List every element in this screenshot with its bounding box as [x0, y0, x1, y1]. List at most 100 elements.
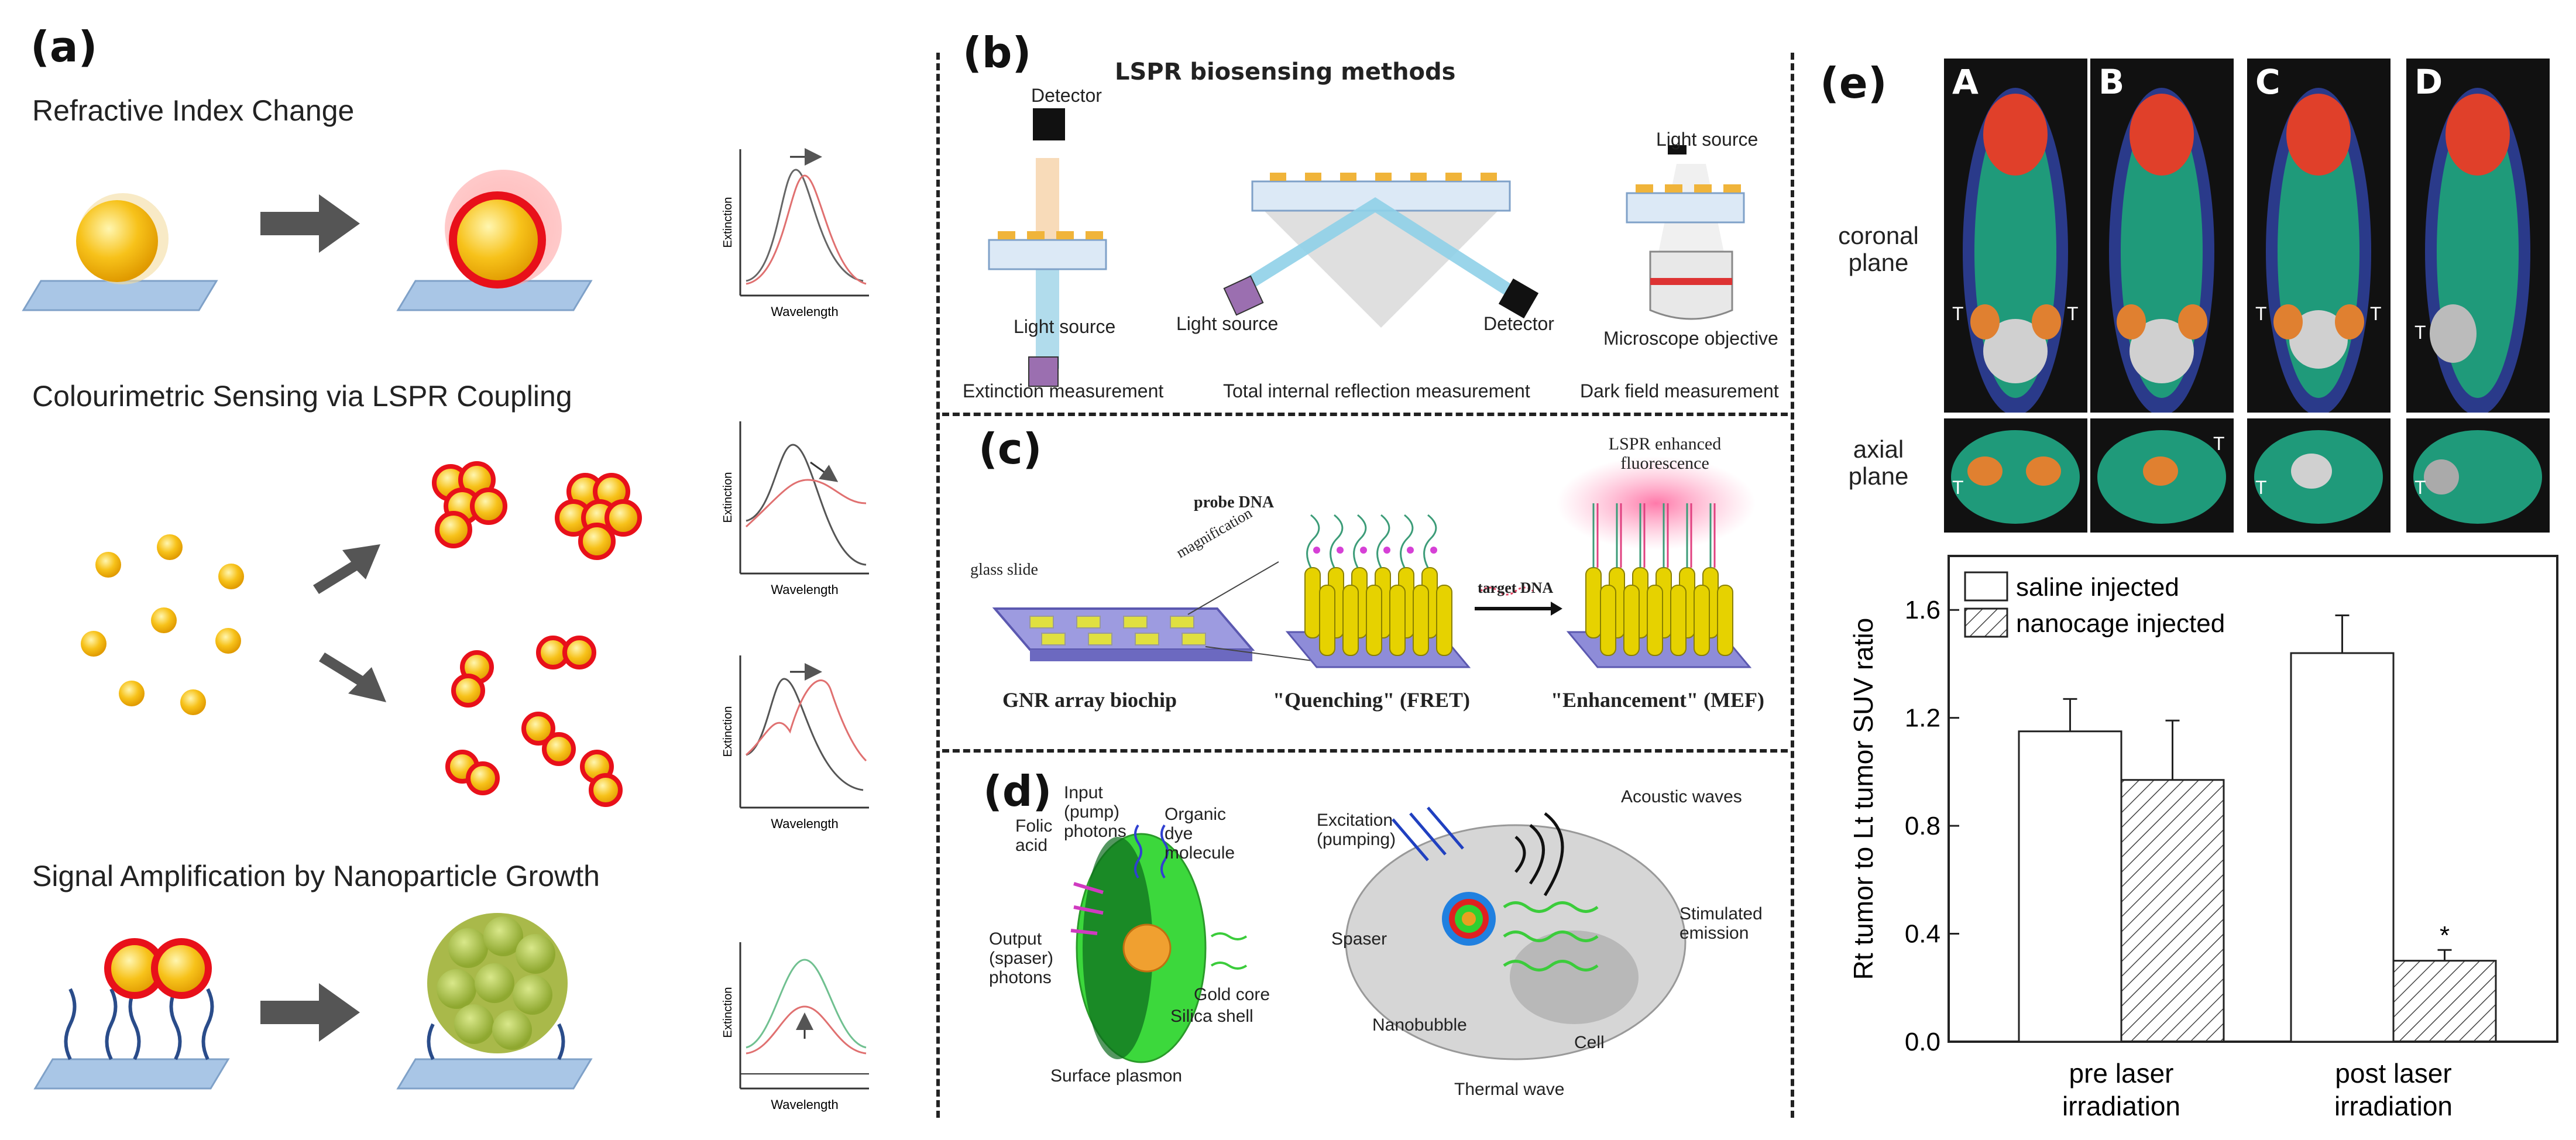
panel-b-title: LSPR biosensing methods	[1115, 59, 1456, 85]
glass-slide	[992, 607, 1255, 651]
paired-particles	[445, 636, 623, 807]
svg-text:Wavelength: Wavelength	[771, 582, 838, 597]
dispersed-nanoparticles	[81, 534, 244, 715]
target-dna-label: target DNA	[1478, 579, 1554, 596]
mini-plot-1: Extinction Wavelength	[722, 148, 869, 319]
scan-A-axial: T	[1944, 418, 2087, 533]
svg-text:Wavelength: Wavelength	[771, 816, 838, 831]
y-tick-label-1: 0.4	[1905, 920, 1940, 949]
legend-label-1: nanocage injected	[2016, 609, 2225, 638]
dna-strands-left	[64, 988, 214, 1060]
svg-text:Extinction: Extinction	[722, 197, 734, 248]
panel-a-letter: (a)	[30, 22, 98, 71]
surface-plasmon-label: Surface plasmon	[1050, 1066, 1183, 1086]
svg-text:Extinction: Extinction	[722, 706, 734, 757]
panel-b-illustrations	[988, 108, 1745, 387]
quenching-label: "Quenching" (FRET)	[1273, 688, 1471, 712]
legend-swatch-0	[1964, 571, 2008, 602]
substrate-right-1	[396, 280, 593, 311]
panel-e-letter: (e)	[1820, 59, 1887, 108]
y-tick-label-3: 1.2	[1905, 704, 1940, 733]
panel-b-letter: (b)	[963, 28, 1032, 77]
substrate-right-3	[396, 1058, 593, 1090]
bar-nanocage-injected-1	[2392, 960, 2497, 1043]
plot-frame	[1948, 555, 2558, 1043]
light-source-label-right: Light source	[1656, 129, 1758, 150]
gold-core-label: Gold core	[1194, 985, 1270, 1004]
detector-label-top: Detector	[1031, 85, 1102, 106]
gold-nanoparticle	[76, 200, 158, 282]
input-photons-label: Input (pump) photons	[1064, 783, 1126, 841]
nanobubble-label: Nanobubble	[1372, 1015, 1467, 1035]
substrate-left-1	[22, 280, 218, 311]
stimulated-emission-label: Stimulated emission	[1679, 904, 1763, 943]
scan-C-axial: T	[2247, 418, 2390, 533]
detector-label-mid: Detector	[1483, 313, 1554, 334]
divider-bcd-e	[1791, 53, 1794, 1118]
significance-marker: *	[2440, 921, 2450, 950]
panel-a-illustrations: Extinction Wavelength Extinction Wavelen…	[22, 148, 869, 1112]
bar-saline-injected-1	[2290, 652, 2395, 1043]
panel-c-illustrations	[992, 456, 1756, 668]
caption-darkfield: Dark field measurement	[1580, 380, 1779, 401]
x-category-label-1-1: irradiation	[2334, 1091, 2453, 1121]
organic-dye-label: Organic dye molecule	[1165, 805, 1235, 863]
divider-a-b	[936, 53, 940, 1118]
y-tick-label-2: 0.8	[1905, 812, 1940, 840]
light-source-box-left	[1028, 356, 1059, 387]
process-arrow-1	[260, 194, 360, 253]
objective-label: Microscope objective	[1603, 328, 1778, 349]
mini-plot-3: Extinction Wavelength	[722, 655, 869, 831]
excitation-label: Excitation (pumping)	[1317, 811, 1396, 849]
scan-A-coronal: A T T	[1944, 59, 2087, 413]
scan-C-coronal: C T T	[2247, 59, 2390, 413]
panel-c-letter: (c)	[978, 424, 1042, 473]
biochip-label: GNR array biochip	[1002, 688, 1177, 712]
svg-text:Wavelength: Wavelength	[771, 304, 838, 319]
axial-plane-label: axial plane	[1848, 435, 1909, 490]
y-tick-label-0: 0.0	[1905, 1028, 1940, 1056]
process-arrow-up	[313, 544, 380, 594]
gold-pair-right	[151, 938, 212, 999]
light-source-label-mid: Light source	[1176, 313, 1279, 334]
heading-colourimetric: Colourimetric Sensing via LSPR Coupling	[32, 380, 572, 413]
lspr-fluorescence-label: LSPR enhanced fluorescence	[1608, 434, 1722, 473]
svg-text:Extinction: Extinction	[722, 987, 734, 1038]
y-axis-label: Rt tumor to Lt tumor SUV ratio	[1848, 618, 1878, 980]
x-category-label-0-1: irradiation	[2062, 1091, 2180, 1121]
dna-strands-right	[427, 1023, 565, 1060]
process-arrow-down	[319, 653, 386, 702]
x-category-label-1-0: post laser	[2335, 1058, 2451, 1089]
mini-plot-4: Extinction Wavelength	[722, 942, 869, 1112]
divider-b-c	[942, 413, 1788, 416]
bar-saline-injected-0	[2018, 730, 2122, 1043]
spaser-label: Spaser	[1331, 929, 1387, 949]
scan-B-axial: T	[2090, 418, 2234, 533]
light-source-label-left: Light source	[1014, 316, 1116, 337]
glass-slide-label: glass slide	[970, 561, 1038, 579]
divider-c-d	[942, 749, 1788, 753]
aggregated-clusters	[432, 461, 642, 560]
cell-label: Cell	[1574, 1033, 1605, 1052]
panel-d-letter: (d)	[983, 767, 1052, 816]
heading-refractive: Refractive Index Change	[32, 94, 355, 127]
heading-amplification: Signal Amplification by Nanoparticle Gro…	[32, 860, 600, 892]
process-arrow-3	[260, 983, 360, 1042]
enhancement-label: "Enhancement" (MEF)	[1551, 688, 1764, 712]
scan-D-axial: T	[2406, 418, 2550, 533]
acoustic-waves-label: Acoustic waves	[1621, 787, 1742, 806]
silica-shell-label: Silica shell	[1170, 1007, 1253, 1026]
mini-plot-2: Extinction Wavelength	[722, 421, 869, 597]
grown-nanoparticle	[427, 913, 568, 1053]
coated-nanoparticle	[449, 191, 546, 289]
probe-dna-label: probe DNA	[1194, 493, 1275, 511]
caption-tir: Total internal reflection measurement	[1223, 380, 1530, 401]
suv-bar-chart: Rt tumor to Lt tumor SUV ratio 0.0 0.4 0.8…	[1848, 555, 2558, 1121]
y-tick-label-4: 1.6	[1905, 596, 1940, 624]
svg-text:Extinction: Extinction	[722, 472, 734, 523]
panel-d-illustrations	[1070, 806, 1687, 1063]
legend-swatch-1	[1964, 607, 2008, 638]
scan-B-coronal: B	[2090, 59, 2234, 413]
scan-D-coronal: D T	[2406, 59, 2550, 413]
